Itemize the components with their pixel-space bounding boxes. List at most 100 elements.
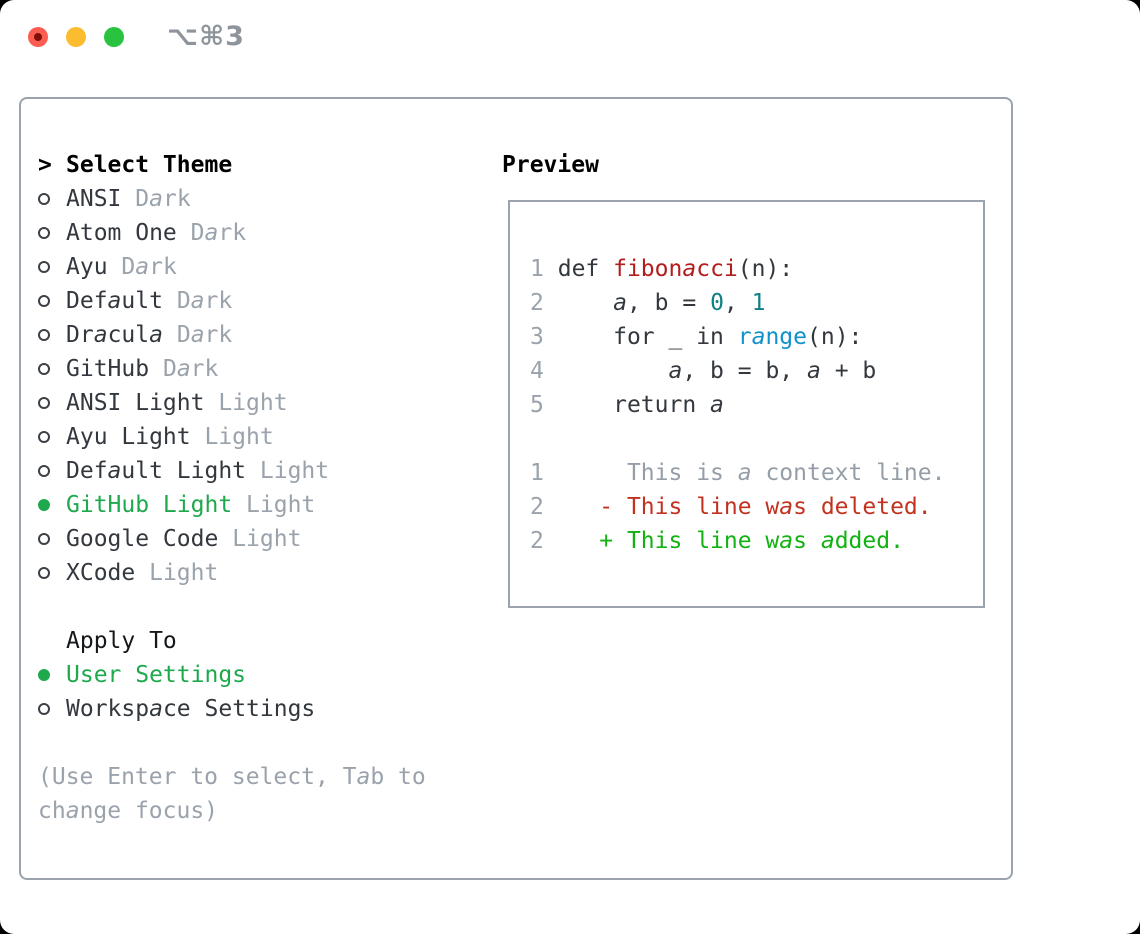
radio-icon [38,363,50,375]
apply-option-label: Workspace Settings [66,696,316,722]
theme-variant: Light [259,458,330,484]
line-number: 1 [530,256,544,282]
theme-option[interactable]: GitHub Light Light [38,488,426,522]
preview-title: Preview [502,152,599,178]
code-line [530,422,983,456]
code-token: - This line was deleted. [557,494,932,520]
theme-name: ANSI Light [66,390,205,416]
apply-to-title: Apply To [66,628,177,654]
theme-option[interactable]: Ayu Light Light [38,420,426,454]
radio-icon [38,533,50,545]
code-token: def [557,256,614,282]
code-token: return a [557,392,724,418]
radio-icon [38,397,50,409]
theme-option[interactable]: ANSI Dark [38,182,426,216]
line-number: 2 [530,494,544,520]
radio-icon [38,295,50,307]
line-number: 4 [530,358,544,384]
line-number: 1 [530,460,544,486]
radio-icon [38,261,50,273]
theme-name: Google Code [66,526,219,552]
code-token: 1 [751,290,766,316]
code-token: range [737,324,807,350]
theme-name: GitHub Light [66,492,233,518]
theme-name: Atom One [66,220,177,246]
theme-variant: Dark [135,186,191,212]
theme-option[interactable]: GitHub Dark [38,352,426,386]
radio-icon [38,567,50,579]
apply-option-label: User Settings [66,662,247,688]
code-token: for _ in [557,324,738,350]
line-number [530,426,544,452]
theme-option[interactable]: XCode Light [38,556,426,590]
code-token: fibonacci [613,256,738,282]
code-token: 0 [710,290,724,316]
radio-icon [38,499,50,511]
close-button[interactable] [28,27,48,47]
code-token: a, b = b, a + b [668,358,877,384]
apply-option[interactable]: User Settings [38,658,426,692]
theme-variant: Light [204,424,274,450]
line-number: 3 [530,324,544,350]
spacer [38,590,426,624]
code-line: 1 def fibonacci(n): [530,252,983,286]
code-line: 2 - This line was deleted. [530,490,983,524]
zoom-button[interactable] [104,27,124,47]
theme-variant: Dark [176,288,233,314]
radio-icon [38,703,50,715]
traffic-lights [28,27,124,47]
radio-icon [38,193,50,205]
theme-selector: > Select Theme ANSI Dark Atom One Dark A… [38,148,426,828]
minimize-button[interactable] [66,27,86,47]
code-token: , [723,290,752,316]
theme-option[interactable]: ANSI Light Light [38,386,426,420]
line-number: 2 [530,528,544,554]
theme-option[interactable]: Dracula Dark [38,318,426,352]
theme-name: Dracula [66,322,163,348]
theme-name: XCode [66,560,136,586]
theme-name: Ayu [66,254,108,280]
line-number: 2 [530,290,544,316]
radio-icon [38,465,50,477]
theme-option[interactable]: Ayu Dark [38,250,426,284]
radio-icon [38,329,50,341]
theme-variant: Dark [176,322,233,348]
code-token: + This line was added. [557,528,904,554]
theme-variant: Dark [190,220,247,246]
theme-name: ANSI [66,186,122,212]
line-number: 5 [530,392,544,418]
theme-variant: Dark [162,356,219,382]
apply-to-header: Apply To [38,624,426,658]
code-line: 4 a, b = b, a + b [530,354,983,388]
theme-option[interactable]: Default Light Light [38,454,426,488]
code-line: 2 a, b = 0, 1 [530,286,983,320]
theme-variant: Light [246,492,316,518]
theme-name: GitHub [66,356,150,382]
apply-option[interactable]: Workspace Settings [38,692,426,726]
window-title: ⌥⌘3 [167,21,245,52]
code-token: This is a context line. [557,460,946,486]
code-token: (n): [737,256,794,282]
theme-selector-header: > Select Theme [38,148,426,182]
theme-option[interactable]: Google Code Light [38,522,426,556]
code-line: 5 return a [530,388,983,422]
spacer [38,726,426,760]
theme-option[interactable]: Atom One Dark [38,216,426,250]
theme-variant: Light [232,526,302,552]
radio-icon [38,431,50,443]
theme-variant: Light [149,560,219,586]
theme-list: ANSI Dark Atom One Dark Ayu Dark Default… [38,182,426,590]
theme-name: Default Light [66,458,247,484]
theme-name: Default [66,288,163,314]
code-line: 3 for _ in range(n): [530,320,983,354]
code-line: 2 + This line was added. [530,524,983,558]
hint-line: (Use Enter to select, Tab to [38,764,426,790]
radio-icon [38,669,50,681]
theme-variant: Light [218,390,288,416]
theme-option[interactable]: Default Dark [38,284,426,318]
theme-name: Ayu Light [66,424,191,450]
